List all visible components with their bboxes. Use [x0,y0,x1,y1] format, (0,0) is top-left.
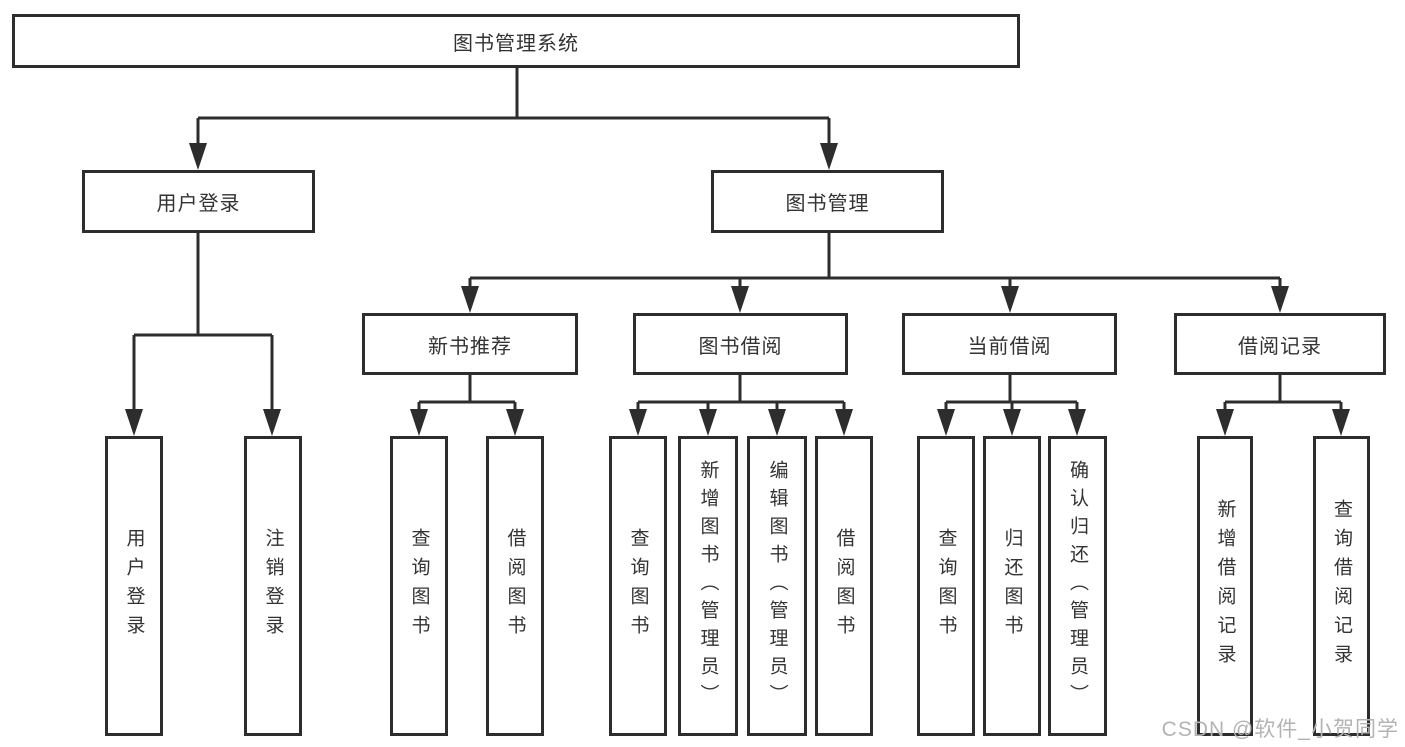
arrowheads [125,143,1350,436]
node-label: 当前借阅 [967,335,1052,358]
node-label: 用户登录 [123,528,145,644]
node-label: 查询图书 [408,528,430,644]
leaf-return-books: 归还图书 [983,436,1041,736]
leaf-confirm-return-admin: 确认归还（管理员） [1048,436,1107,736]
node-new-book-recommendation: 新书推荐 [362,313,578,375]
node-label: 查询图书 [935,528,957,644]
leaf-query-borrow-record: 查询借阅记录 [1313,436,1370,736]
leaf-borrow-books-recommend: 借阅图书 [486,436,544,736]
node-label: 图书管理系统 [453,32,579,55]
node-label: 借阅记录 [1238,335,1322,358]
node-label: 归还图书 [1001,528,1023,644]
node-label: 用户登录 [156,193,241,215]
node-user-login: 用户登录 [82,170,315,233]
leaf-add-borrow-record: 新增借阅记录 [1197,436,1253,736]
node-label: 编辑图书（管理员） [766,460,788,712]
node-label: 新增图书（管理员） [697,460,719,712]
node-label: 新增借阅记录 [1214,499,1236,673]
node-label: 借阅图书 [833,528,855,644]
node-label: 查询借阅记录 [1331,499,1352,673]
node-borrowing-records: 借阅记录 [1174,313,1386,375]
leaf-logout: 注销登录 [244,436,302,736]
leaf-query-books-current: 查询图书 [917,436,975,736]
leaf-add-books-admin: 新增图书（管理员） [678,436,738,736]
leaf-query-books-recommend: 查询图书 [390,436,448,736]
node-label: 图书管理 [785,193,870,215]
leaf-edit-books-admin: 编辑图书（管理员） [747,436,807,736]
csdn-watermark: CSDN @软件_小贺同学 [1161,718,1399,741]
leaf-borrow-books-borrowing: 借阅图书 [815,436,873,736]
node-book-management: 图书管理 [711,170,944,233]
node-label: 注销登录 [262,528,284,644]
node-label: 借阅图书 [504,528,526,644]
node-label: 新书推荐 [428,335,512,358]
node-current-borrowing: 当前借阅 [902,313,1117,375]
node-label: 确认归还（管理员） [1067,460,1088,712]
leaf-query-books-borrowing: 查询图书 [609,436,667,736]
node-book-borrowing: 图书借阅 [633,313,848,375]
node-label: 查询图书 [627,528,649,644]
node-book-management-system: 图书管理系统 [12,14,1020,68]
leaf-user-login: 用户登录 [105,436,163,736]
node-label: 图书借阅 [698,335,783,358]
